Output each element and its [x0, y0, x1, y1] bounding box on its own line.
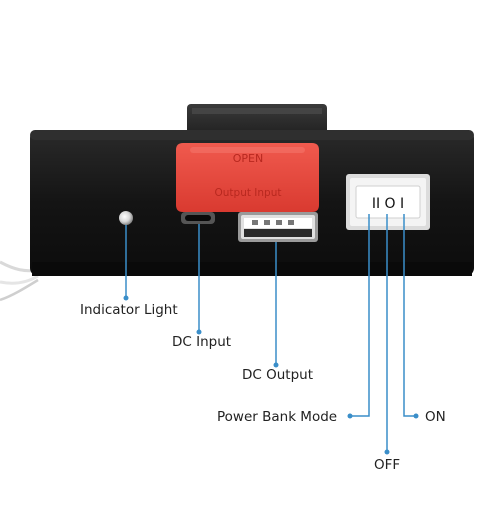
callout-lines — [125, 214, 416, 452]
label-power-bank-mode: Power Bank Mode — [217, 409, 338, 425]
dc-input-port — [181, 212, 215, 224]
label-dc-output: DC Output — [242, 367, 314, 383]
switch-symbols: II O I — [372, 196, 404, 212]
label-dc-input: DC Input — [172, 334, 232, 350]
callout-dots — [123, 295, 419, 455]
cover-text-ports: Output Input — [215, 187, 282, 199]
label-off: OFF — [374, 457, 401, 473]
port-cover: OPEN Output Input — [176, 143, 319, 212]
label-on: ON — [425, 409, 446, 425]
indicator-light-led — [119, 211, 133, 225]
cover-text-open: OPEN — [233, 152, 263, 165]
mode-switch: II O I — [346, 174, 430, 230]
dc-output-port — [238, 212, 318, 242]
label-indicator-light: Indicator Light — [80, 302, 178, 318]
